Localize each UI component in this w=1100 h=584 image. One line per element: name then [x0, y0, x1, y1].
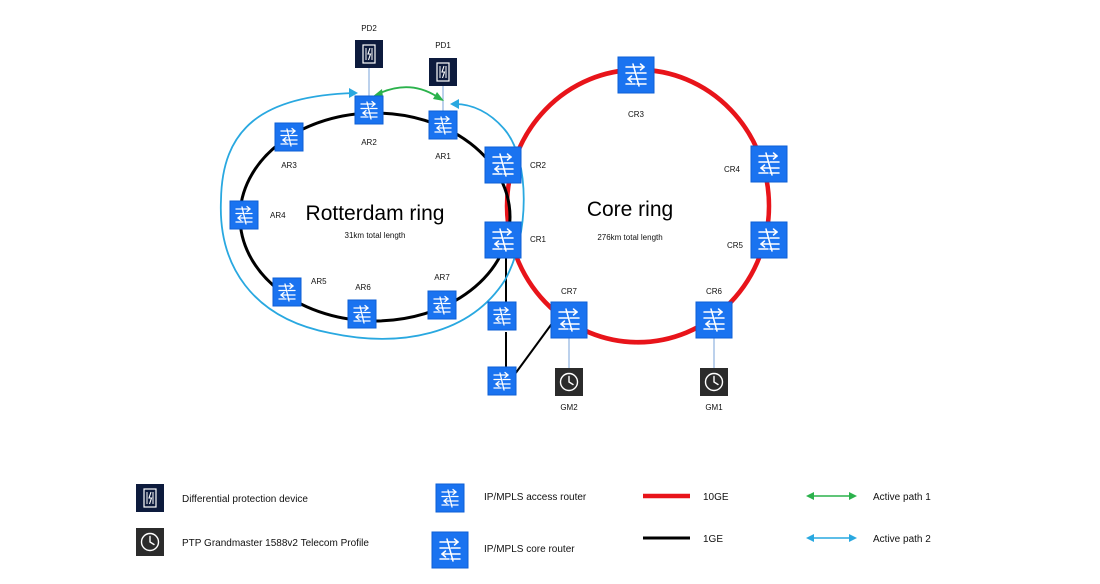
rotterdam-ring-title: Rotterdam ring [306, 202, 445, 225]
pd2-label: PD2 [361, 24, 377, 33]
router-ar7[interactable] [427, 290, 457, 320]
router-icon [484, 146, 522, 184]
router-cr5[interactable] [750, 221, 788, 259]
router-ar6[interactable] [347, 299, 377, 329]
router-cr7[interactable] [550, 301, 588, 339]
router-ar1[interactable] [428, 110, 458, 140]
active-path-2-arrowhead-left [349, 88, 358, 98]
cr3-label: CR3 [628, 110, 645, 119]
legend-access-label: IP/MPLS access router [484, 492, 587, 503]
legend-path2-swatch [806, 534, 857, 542]
legend-path2-label: Active path 2 [873, 534, 931, 545]
router-icon [550, 301, 588, 339]
legend-core-swatch [431, 531, 469, 569]
router-icon [487, 301, 517, 331]
ar1-label: AR1 [435, 152, 451, 161]
clock-icon [699, 367, 729, 397]
router-ar2[interactable] [354, 95, 384, 125]
router-ar3[interactable] [274, 122, 304, 152]
router-ar4[interactable] [229, 200, 259, 230]
router-cr2[interactable] [484, 146, 522, 184]
ar4-label: AR4 [270, 211, 286, 220]
legend-pd-swatch [135, 483, 165, 513]
ar2-label: AR2 [361, 138, 377, 147]
ar7-label: AR7 [434, 273, 450, 282]
router-icon [427, 290, 457, 320]
clock-icon [135, 527, 165, 557]
gm2-label: GM2 [560, 403, 578, 412]
gm1-device[interactable] [699, 367, 729, 397]
ar6-label: AR6 [355, 283, 371, 292]
legend-core-label: IP/MPLS core router [484, 544, 575, 555]
core-ring-title: Core ring [587, 198, 673, 221]
router-icon [435, 483, 465, 513]
legend-access-swatch [435, 483, 465, 513]
router-cr1[interactable] [484, 221, 522, 259]
active-paths-layer [219, 86, 525, 340]
router-icon [354, 95, 384, 125]
legend-path1-label: Active path 1 [873, 492, 931, 503]
pd2-device[interactable] [354, 39, 384, 69]
router-icon [484, 221, 522, 259]
router-icon [272, 277, 302, 307]
pd1-device[interactable] [428, 57, 458, 87]
router-icon [750, 145, 788, 183]
core-ring-subtitle: 276km total length [597, 233, 662, 242]
router-cr6[interactable] [695, 301, 733, 339]
router-cr4[interactable] [750, 145, 788, 183]
cr6-label: CR6 [706, 287, 723, 296]
spur-to-cr7-link [514, 317, 557, 375]
router-icon [229, 200, 259, 230]
router-spur-lower[interactable] [487, 366, 517, 396]
differential-protection-icon [354, 39, 384, 69]
router-icon [750, 221, 788, 259]
router-icon [695, 301, 733, 339]
cr1-label: CR1 [530, 235, 547, 244]
clock-icon [554, 367, 584, 397]
legend: Differential protection device PTP Grand… [135, 483, 931, 569]
legend-1ge-label: 1GE [703, 534, 723, 545]
router-cr3[interactable] [617, 56, 655, 94]
active-path-2-arrowhead-right [450, 99, 459, 109]
router-icon [617, 56, 655, 94]
router-icon [431, 531, 469, 569]
router-ar5[interactable] [272, 277, 302, 307]
ar5-label: AR5 [311, 277, 327, 286]
ar3-label: AR3 [281, 161, 297, 170]
gm2-device[interactable] [554, 367, 584, 397]
differential-protection-icon [135, 483, 165, 513]
rotterdam-ring-subtitle: 31km total length [345, 231, 406, 240]
active-path-1-arrowhead-left [372, 89, 383, 97]
router-icon [347, 299, 377, 329]
cr5-label: CR5 [727, 241, 744, 250]
legend-gm-swatch [135, 527, 165, 557]
legend-path1-swatch [806, 492, 857, 500]
legend-10ge-label: 10GE [703, 492, 729, 503]
differential-protection-icon [428, 57, 458, 87]
router-icon [274, 122, 304, 152]
active-path-2 [219, 92, 525, 340]
cr7-label: CR7 [561, 287, 578, 296]
active-path-1 [379, 86, 437, 97]
cr4-label: CR4 [724, 165, 741, 174]
pd1-label: PD1 [435, 41, 451, 50]
router-icon [487, 366, 517, 396]
legend-pd-label: Differential protection device [182, 494, 308, 505]
router-icon [428, 110, 458, 140]
cr2-label: CR2 [530, 161, 547, 170]
router-spur-upper[interactable] [487, 301, 517, 331]
legend-gm-label: PTP Grandmaster 1588v2 Telecom Profile [182, 538, 369, 549]
gm1-label: GM1 [705, 403, 723, 412]
active-path-1-arrowhead-right [433, 92, 444, 101]
